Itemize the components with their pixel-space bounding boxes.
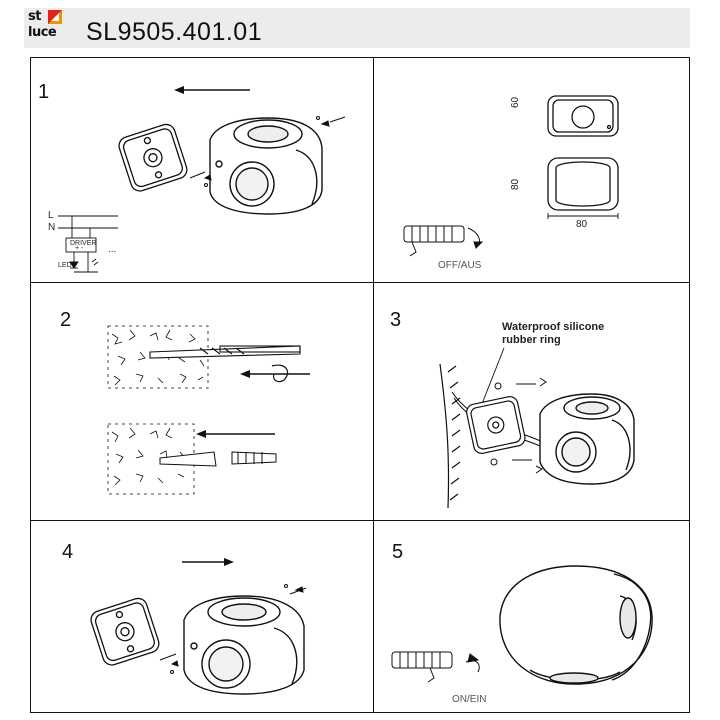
brand-line-2: luce: [28, 25, 57, 40]
switch-off-label: OFF/AUS: [438, 260, 482, 271]
brand-logo: st luce: [28, 10, 66, 48]
model-number: SL9505.401.01: [86, 18, 263, 46]
driver-label: DRIVER: [70, 240, 97, 247]
step-3-number: 3: [390, 309, 402, 331]
callout-line-1: Waterproof silicone: [502, 321, 605, 333]
dimension-width: 80: [576, 219, 588, 230]
led-label: LED: [58, 262, 72, 269]
wire-n-label: N: [48, 222, 56, 233]
grid-divider-vertical: [373, 57, 374, 713]
step-2-number: 2: [60, 309, 72, 331]
instruction-grid: [30, 57, 690, 713]
grid-divider-row-2: [30, 520, 690, 521]
brand-line-1: st: [28, 9, 41, 24]
grid-divider-row-1: [30, 282, 690, 283]
wiring-ellipsis: ...: [108, 244, 117, 255]
wire-l-label: L: [48, 210, 54, 221]
step-1-number: 1: [38, 81, 50, 103]
switch-on-label: ON/EIN: [452, 694, 487, 705]
step-4-number: 4: [62, 541, 74, 563]
driver-polarity-label: + -: [75, 245, 84, 252]
step-5-number: 5: [392, 541, 404, 563]
brand-mark-icon: [48, 10, 62, 24]
header-bar: [24, 8, 690, 48]
callout-line-2: rubber ring: [502, 334, 561, 346]
